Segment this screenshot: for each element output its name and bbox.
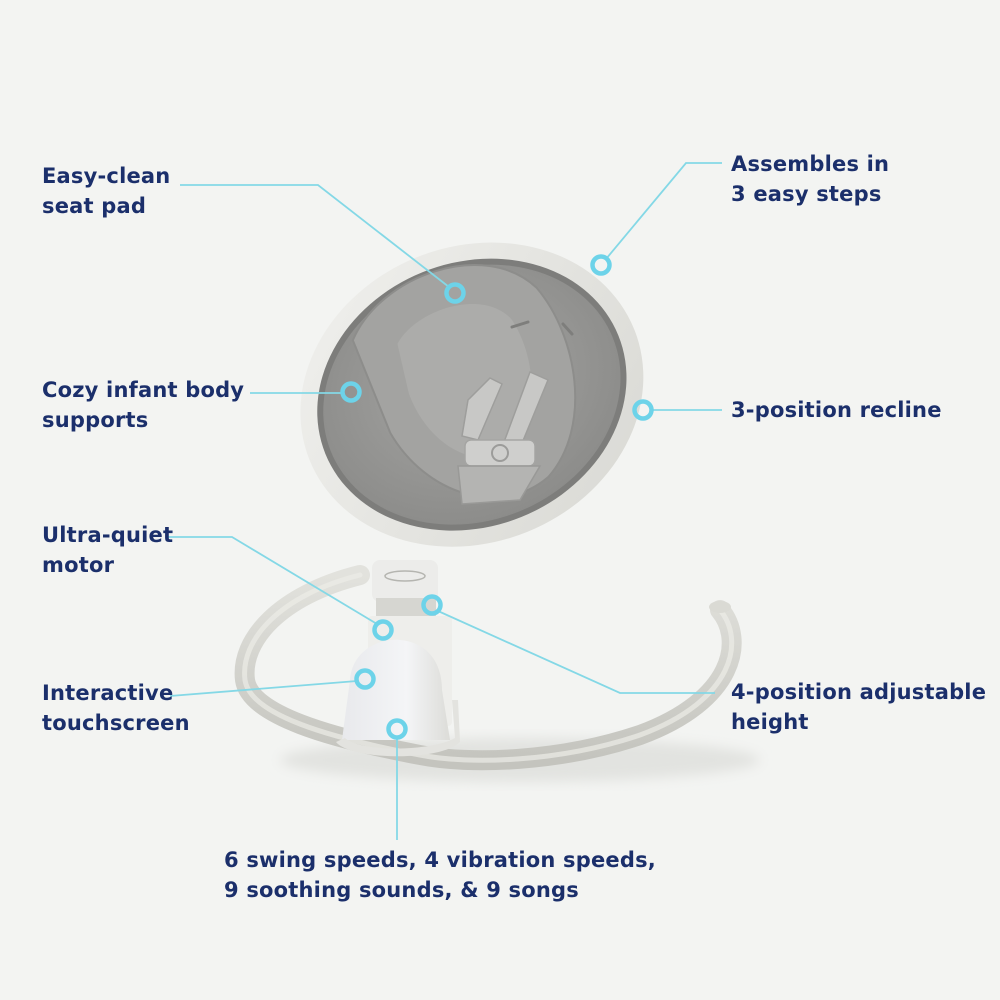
label-line: 6 swing speeds, 4 vibration speeds, [224, 848, 656, 872]
leader-line-assembles [605, 162, 722, 260]
label-ultra-quiet-motor: Ultra-quiet motor [42, 520, 173, 580]
label-swing-speeds-sounds-songs: 6 swing speeds, 4 vibration speeds, 9 so… [224, 845, 656, 905]
label-line: height [731, 710, 809, 734]
hotspot-height[interactable] [421, 594, 443, 616]
label-interactive-touchscreen: Interactive touchscreen [42, 678, 190, 738]
control-base [342, 639, 450, 740]
label-line: seat pad [42, 194, 147, 218]
hotspot-recline[interactable] [632, 399, 654, 421]
hotspot-speeds[interactable] [386, 718, 408, 740]
label-assembles-in-3-steps: Assembles in 3 easy steps [731, 149, 889, 209]
label-easy-clean-seat-pad: Easy-clean seat pad [42, 161, 170, 221]
leader-line-motor [168, 536, 378, 625]
hotspot-touchscreen[interactable] [354, 668, 376, 690]
label-line: 3-position recline [731, 398, 942, 422]
harness-strap-left [461, 377, 503, 441]
leader-line-touchscreen [169, 680, 358, 697]
label-4-position-height: 4-position adjustable height [731, 677, 986, 737]
hotspot-cozy[interactable] [340, 381, 362, 403]
hotspot-motor[interactable] [372, 619, 394, 641]
label-line: 9 soothing sounds, & 9 songs [224, 878, 579, 902]
label-line: Assembles in [731, 152, 890, 176]
hotspot-easy-clean[interactable] [444, 282, 466, 304]
label-line: Ultra-quiet [42, 523, 174, 547]
leader-line-height [437, 610, 715, 694]
label-line: supports [42, 408, 149, 432]
label-line: motor [42, 553, 115, 577]
label-line: 3 easy steps [731, 182, 882, 206]
label-line: Interactive [42, 681, 174, 705]
leader-line-easy-clean [180, 184, 450, 288]
brand-logo-emblem [384, 570, 426, 582]
hotspot-assembles[interactable] [590, 254, 612, 276]
crotch-strap [457, 465, 542, 505]
label-line: touchscreen [42, 711, 190, 735]
label-cozy-body-supports: Cozy infant body supports [42, 375, 244, 435]
label-line: 4-position adjustable [731, 680, 987, 704]
label-line: Easy-clean [42, 164, 171, 188]
label-line: Cozy infant body [42, 378, 245, 402]
label-3-position-recline: 3-position recline [731, 395, 942, 425]
